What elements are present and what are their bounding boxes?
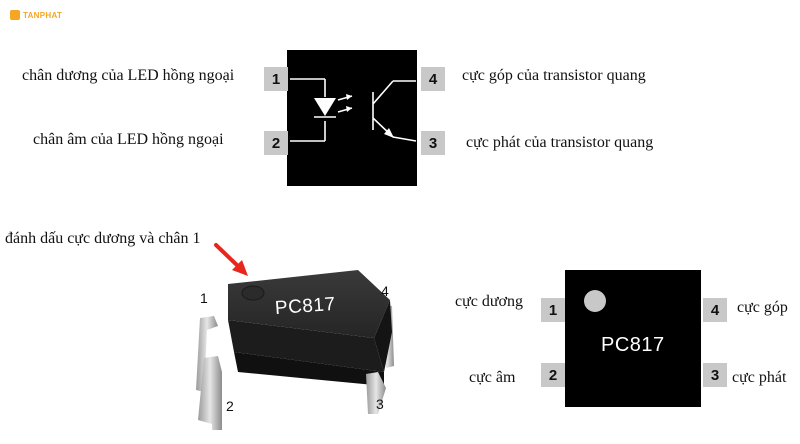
red-pointer-arrow-icon xyxy=(232,260,248,276)
brand-name: TANPHAT xyxy=(23,10,63,20)
label-collector-short: cực góp xyxy=(737,299,788,316)
bottom-chip-marking: PC817 xyxy=(601,334,665,356)
bottom-pin-3: 3 xyxy=(703,363,727,387)
photo-pin-4-label: 4 xyxy=(381,283,389,299)
label-led-anode: chân dương của LED hồng ngoại xyxy=(22,67,235,84)
label-anode: cực dương xyxy=(455,293,524,310)
photo-pin-3-label: 3 xyxy=(376,396,384,412)
led-diode-icon xyxy=(314,98,336,116)
label-emitter: cực phát của transistor quang xyxy=(466,134,654,151)
bottom-pin-4: 4 xyxy=(703,298,727,322)
label-led-cathode: chân âm của LED hồng ngoại xyxy=(33,131,224,148)
dip-leg-back-left xyxy=(196,316,218,392)
pin1-marker-annotation: đánh dấu cực dương và chân 1 xyxy=(5,230,201,247)
top-pin-4: 4 xyxy=(421,67,445,91)
brand-logo-icon xyxy=(10,10,20,20)
dip-chip-marking: PC817 xyxy=(274,293,337,320)
brand-logo: TANPHAT xyxy=(10,10,62,20)
photo-pin-1-label: 1 xyxy=(200,290,208,306)
photo-pin-2-label: 2 xyxy=(226,398,234,414)
label-cathode: cực âm xyxy=(469,369,516,386)
label-emitter-short: cực phát xyxy=(732,369,787,386)
phototransistor-emitter-arrow-icon xyxy=(384,128,394,138)
top-pin-2: 2 xyxy=(264,131,288,155)
dip-leg-front-right xyxy=(366,372,386,414)
bottom-pin-1: 1 xyxy=(541,298,565,322)
dip-leg-front-left xyxy=(198,356,222,430)
dip-body-top xyxy=(228,270,390,338)
label-collector: cực góp của transistor quang xyxy=(462,67,646,84)
top-chip-body xyxy=(287,50,417,186)
bottom-pin1-dot-marker xyxy=(584,290,606,312)
bottom-pin-2: 2 xyxy=(541,363,565,387)
pin1-dot-marker xyxy=(241,285,265,301)
top-pin-1: 1 xyxy=(264,67,288,91)
top-pin-3: 3 xyxy=(421,131,445,155)
